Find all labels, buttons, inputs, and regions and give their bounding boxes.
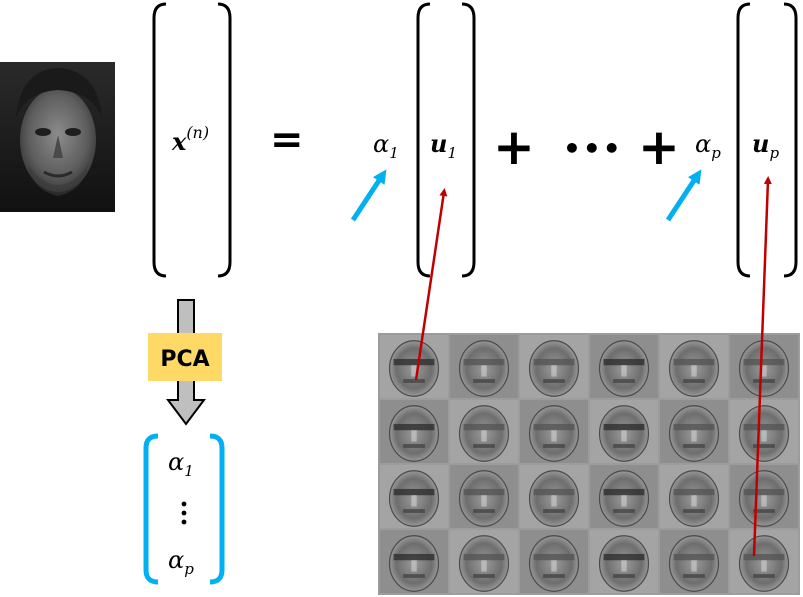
eigenface-tile	[450, 335, 518, 398]
eigenface-tile	[380, 530, 448, 593]
eigenface-tile	[450, 465, 518, 528]
output-vertical-dots	[181, 501, 187, 525]
eigenface-tile	[380, 400, 448, 463]
output-alpha-1: α1	[168, 448, 194, 480]
eigenface-tile	[520, 400, 588, 463]
eigenface-tile	[450, 530, 518, 593]
eigenface-tile	[660, 465, 728, 528]
eigenface-tile	[730, 530, 798, 593]
eigenface-tile	[450, 400, 518, 463]
eigenface-tile	[520, 335, 588, 398]
vector-x-bracket	[152, 2, 232, 278]
eigenface-tile	[730, 335, 798, 398]
eigenface-tile	[520, 465, 588, 528]
eigenface-tile	[590, 465, 658, 528]
eigenface-tile	[590, 400, 658, 463]
eigenface-tile	[660, 335, 728, 398]
vector-up-symbol: up	[752, 129, 779, 162]
blue-arrow-alpha-1	[350, 169, 387, 222]
ellipsis: •••	[563, 132, 623, 165]
alpha-1-coefficient: α1	[373, 130, 399, 162]
eigenface-tile	[660, 400, 728, 463]
output-alpha-p: αp	[168, 546, 194, 578]
eigenface-tile	[590, 335, 658, 398]
vector-up-bracket	[736, 2, 798, 278]
alpha-p-coefficient: αp	[695, 130, 721, 162]
eigenface-tile	[590, 530, 658, 593]
vector-x-symbol: x(n)	[171, 123, 209, 156]
vector-u1-bracket	[416, 2, 476, 278]
eigenface-tile	[520, 530, 588, 593]
red-arrow-u1	[414, 188, 448, 381]
blue-arrow-alpha-p	[665, 169, 702, 222]
plus-sign-1: +	[493, 118, 535, 176]
eigenface-tile	[380, 465, 448, 528]
eigenface-tile	[730, 400, 798, 463]
eigenface-tile	[380, 335, 448, 398]
red-arrow-up	[752, 176, 772, 557]
eigenfaces-grid	[378, 333, 800, 595]
eigenface-tile	[660, 530, 728, 593]
eigenface-tile	[730, 465, 798, 528]
input-face-image	[0, 62, 115, 212]
vector-u1-symbol: u1	[430, 129, 457, 162]
output-bracket	[143, 433, 225, 585]
equals-sign: =	[270, 117, 304, 163]
pca-label: PCA	[160, 347, 209, 372]
plus-sign-2: +	[638, 118, 680, 176]
pca-box	[148, 333, 222, 381]
